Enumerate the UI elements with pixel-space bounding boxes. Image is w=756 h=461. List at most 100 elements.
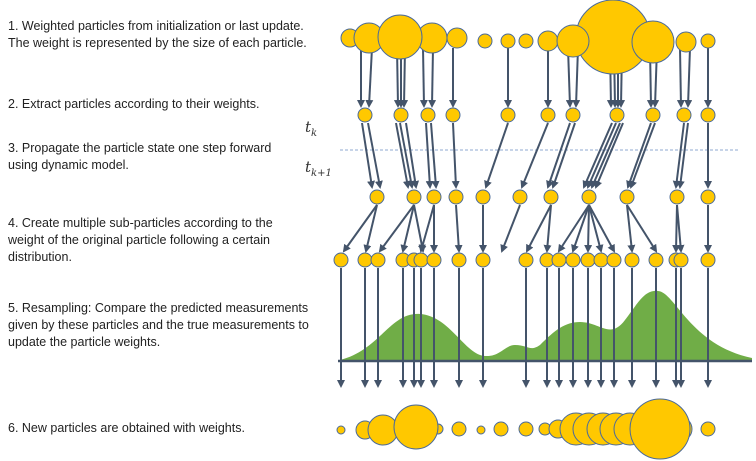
arrow	[551, 122, 576, 189]
arrow	[588, 204, 604, 253]
particle	[675, 31, 697, 53]
arrow	[425, 122, 434, 189]
particle	[420, 107, 436, 123]
arrow	[365, 47, 374, 108]
arrow	[363, 204, 378, 253]
arrow	[571, 204, 590, 253]
arrow	[629, 122, 656, 189]
arrow	[342, 204, 378, 253]
particle	[393, 404, 439, 450]
arrow	[565, 47, 574, 108]
arrow	[676, 122, 689, 189]
arrow	[590, 122, 621, 189]
particle	[500, 107, 516, 123]
particle	[518, 421, 534, 437]
likelihood-curve	[340, 290, 752, 361]
particle	[512, 189, 528, 205]
arrow	[684, 47, 693, 108]
particle	[565, 107, 581, 123]
particle	[631, 20, 675, 64]
particle	[445, 107, 461, 123]
step-4-text: 4. Create multiple sub-particles accordi…	[8, 216, 273, 264]
particle	[357, 107, 373, 123]
particle	[556, 24, 590, 58]
arrow	[557, 204, 590, 253]
particle	[451, 252, 467, 268]
particle	[645, 107, 661, 123]
particle	[581, 189, 597, 205]
particle	[565, 252, 581, 268]
particle	[543, 189, 559, 205]
arrow	[672, 122, 685, 189]
particle	[426, 252, 442, 268]
arrow	[626, 204, 636, 253]
step-1-text: 1. Weighted particles from initializatio…	[8, 19, 307, 50]
arrow	[378, 204, 415, 253]
arrow	[626, 204, 658, 253]
time-label-tk1-subscript: k+1	[311, 168, 332, 179]
arrow	[400, 204, 415, 253]
particle	[540, 107, 556, 123]
particle	[673, 252, 689, 268]
step-3-text: 3. Propagate the particle state one step…	[8, 141, 272, 172]
particle	[676, 107, 692, 123]
time-label-tk-symbol: t	[305, 118, 312, 136]
particle	[629, 398, 691, 460]
time-label-tk1: tk+1	[305, 158, 332, 179]
particle	[357, 252, 373, 268]
arrow	[626, 122, 652, 189]
particle	[475, 252, 491, 268]
particle	[367, 414, 399, 446]
arrow	[520, 122, 549, 189]
particle	[518, 252, 534, 268]
particle	[609, 107, 625, 123]
time-label-tk1-symbol: t	[305, 158, 312, 176]
particle	[700, 107, 716, 123]
arrow	[413, 204, 426, 253]
arrow	[588, 204, 615, 253]
arrow	[451, 122, 460, 189]
arrow	[361, 122, 376, 189]
particle	[493, 421, 509, 437]
particle	[537, 30, 559, 52]
arrow	[395, 122, 411, 189]
particle	[606, 252, 622, 268]
particle	[700, 33, 716, 49]
particle	[500, 33, 516, 49]
particle	[413, 252, 429, 268]
arrow	[405, 122, 420, 189]
particle	[619, 189, 635, 205]
particle	[333, 252, 349, 268]
arrow	[586, 122, 617, 189]
step-5-text: 5. Resampling: Compare the predicted mea…	[8, 301, 309, 349]
particle	[369, 189, 385, 205]
arrow	[543, 204, 552, 253]
arrow	[594, 122, 624, 189]
particle	[551, 252, 567, 268]
particle	[700, 421, 716, 437]
time-label-tk-subscript: k	[311, 128, 318, 139]
particle	[448, 189, 464, 205]
arrow	[367, 122, 383, 189]
arrow	[430, 122, 440, 189]
particle	[370, 252, 386, 268]
particle	[336, 425, 346, 435]
arrow	[418, 204, 435, 253]
particle	[426, 189, 442, 205]
arrow	[526, 204, 552, 253]
particle	[393, 107, 409, 123]
particle	[518, 33, 534, 49]
particle	[624, 252, 640, 268]
particle	[476, 425, 486, 435]
particle	[446, 27, 468, 49]
particle	[669, 189, 685, 205]
particle	[475, 189, 491, 205]
step-6-text: 6. New particles are obtained with weigh…	[8, 421, 245, 435]
time-label-tk: tk	[305, 118, 317, 139]
particle	[700, 189, 716, 205]
step-2-text: 2. Extract particles according to their …	[8, 97, 260, 111]
particle	[580, 252, 596, 268]
particle	[451, 421, 467, 437]
arrow	[399, 122, 415, 189]
